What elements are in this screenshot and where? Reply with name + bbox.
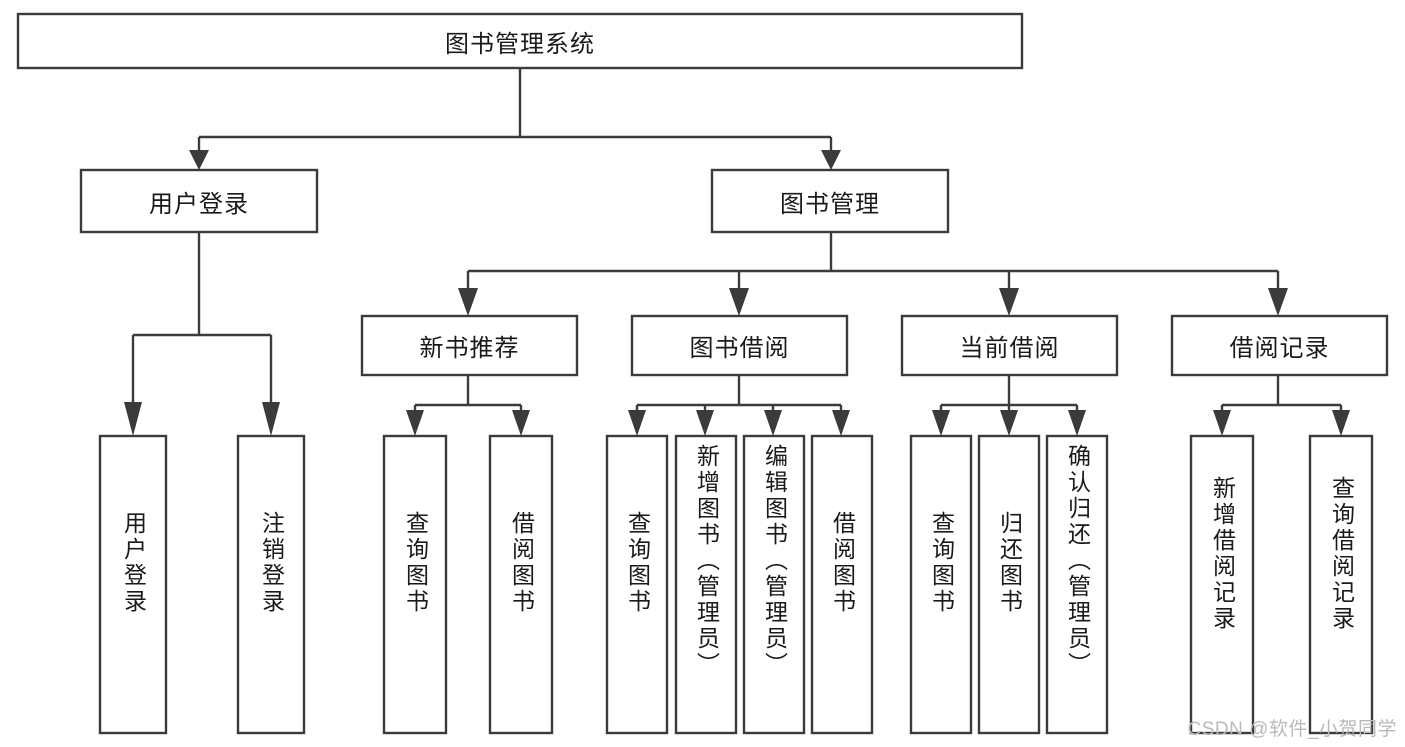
node-root[interactable]	[16, 12, 1024, 70]
arrow-bookborrow-leaf-2	[696, 410, 714, 436]
node-borrow-record[interactable]	[1170, 314, 1389, 377]
leaf-borrow-record-2[interactable]	[1308, 434, 1374, 735]
arrow-userlogin-child-2	[262, 402, 280, 436]
leaf-user-login-2[interactable]	[236, 434, 306, 735]
leaf-new-book-2[interactable]	[488, 434, 554, 735]
leaf-current-borrow-3[interactable]	[1045, 434, 1109, 735]
leaf-book-borrow-3[interactable]	[742, 434, 806, 735]
leaf-current-borrow-2[interactable]	[977, 434, 1041, 735]
arrow-newbook-leaf-1	[406, 410, 424, 436]
arrow-bookborrow-leaf-4	[832, 410, 850, 436]
node-layer	[16, 12, 1389, 735]
leaf-book-borrow-4[interactable]	[810, 434, 874, 735]
arrow-currentborrow-leaf-2	[1000, 410, 1018, 436]
arrow-bookborrow-leaf-3	[764, 410, 782, 436]
arrow-bookmgmt-child-4	[1268, 288, 1288, 316]
arrow-userlogin-child-1	[124, 402, 142, 436]
leaf-new-book-1[interactable]	[382, 434, 448, 735]
arrow-root-to-bookmgmt	[821, 150, 841, 170]
node-new-book-recommend[interactable]	[360, 314, 579, 377]
leaf-book-borrow-2[interactable]	[674, 434, 738, 735]
arrow-bookmgmt-child-2	[729, 288, 749, 316]
arrow-root-to-userlogin	[189, 150, 209, 170]
arrow-newbook-leaf-2	[512, 410, 530, 436]
node-user-login[interactable]	[79, 168, 319, 234]
leaf-current-borrow-1[interactable]	[909, 434, 973, 735]
node-book-management[interactable]	[710, 168, 950, 234]
arrow-bookborrow-leaf-1	[628, 410, 646, 436]
leaf-user-login-1[interactable]	[98, 434, 168, 735]
arrow-currentborrow-leaf-1	[932, 410, 950, 436]
arrow-borrowrecord-leaf-2	[1332, 410, 1350, 436]
leaf-borrow-record-1[interactable]	[1189, 434, 1255, 735]
node-current-borrow[interactable]	[900, 314, 1119, 377]
arrow-bookmgmt-child-1	[458, 288, 478, 316]
arrow-currentborrow-leaf-3	[1068, 410, 1086, 436]
node-book-borrow[interactable]	[630, 314, 849, 377]
arrow-bookmgmt-child-3	[999, 288, 1019, 316]
arrow-borrowrecord-leaf-1	[1213, 410, 1231, 436]
leaf-book-borrow-1[interactable]	[605, 434, 669, 735]
connector-layer	[124, 68, 1350, 436]
